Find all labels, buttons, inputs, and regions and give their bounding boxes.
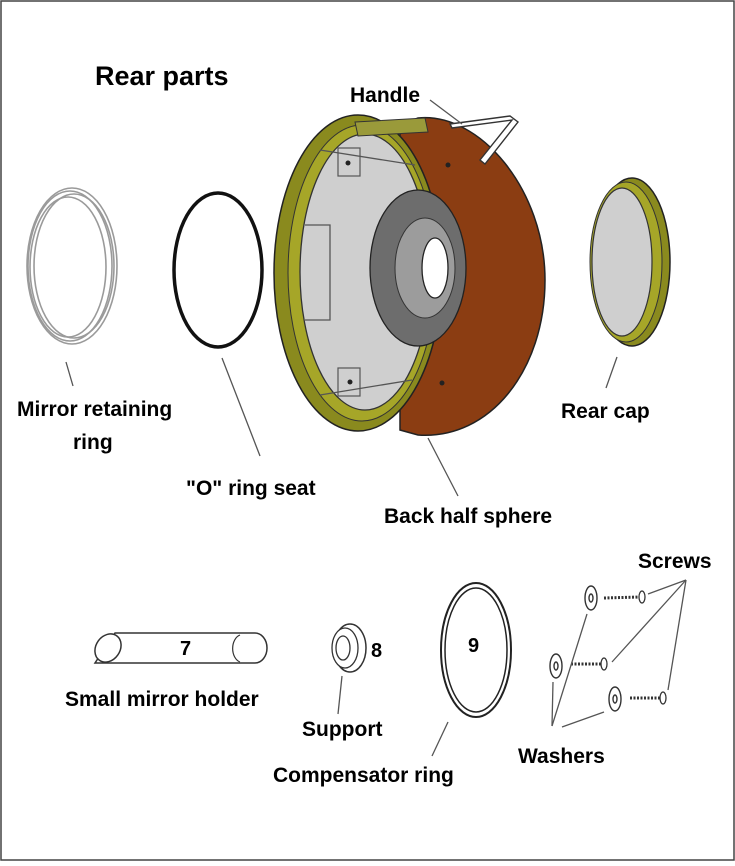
mirror-retaining-ring: [26, 187, 118, 345]
label-rear-cap: Rear cap: [561, 400, 650, 423]
interior-brackets: [305, 149, 441, 396]
compensator-ring: [440, 582, 512, 718]
rear-cap: [589, 177, 671, 347]
part-number-9: 9: [468, 635, 479, 657]
label-support: Support: [302, 718, 382, 741]
central-hole: [421, 237, 449, 299]
support: [331, 623, 367, 673]
leader-handle: [429, 99, 463, 125]
label-washers: Washers: [518, 745, 605, 768]
label-handle: Handle: [350, 84, 420, 107]
leader-support: [337, 675, 343, 715]
leader-back-half-sphere: [427, 437, 459, 497]
leader-compensator-ring: [431, 721, 449, 757]
label-small-mirror-holder: Small mirror holder: [65, 688, 259, 711]
page-title: Rear parts: [95, 61, 229, 91]
part-number-8: 8: [371, 640, 382, 662]
screws: [571, 590, 667, 705]
label-screws: Screws: [638, 550, 712, 573]
leader-mirror-ring: [65, 361, 74, 387]
back-half-sphere: [273, 114, 546, 436]
label-mirror-retaining-ring-line2: ring: [73, 431, 113, 454]
label-back-half-sphere: Back half sphere: [384, 505, 552, 528]
leader-rear-cap: [605, 356, 618, 389]
leaders-screws: [611, 579, 687, 691]
label-mirror-retaining-ring-line1: Mirror retaining: [17, 398, 172, 421]
small-mirror-holder: [93, 632, 268, 664]
o-ring-seat: [172, 191, 264, 349]
washers: [549, 585, 622, 712]
leader-o-ring: [221, 357, 261, 457]
part-number-7: 7: [180, 638, 191, 660]
label-compensator-ring: Compensator ring: [273, 764, 454, 787]
leaders-washers: [551, 613, 605, 728]
label-o-ring-seat: "O" ring seat: [186, 477, 316, 500]
rim-top-segment: [354, 117, 429, 137]
